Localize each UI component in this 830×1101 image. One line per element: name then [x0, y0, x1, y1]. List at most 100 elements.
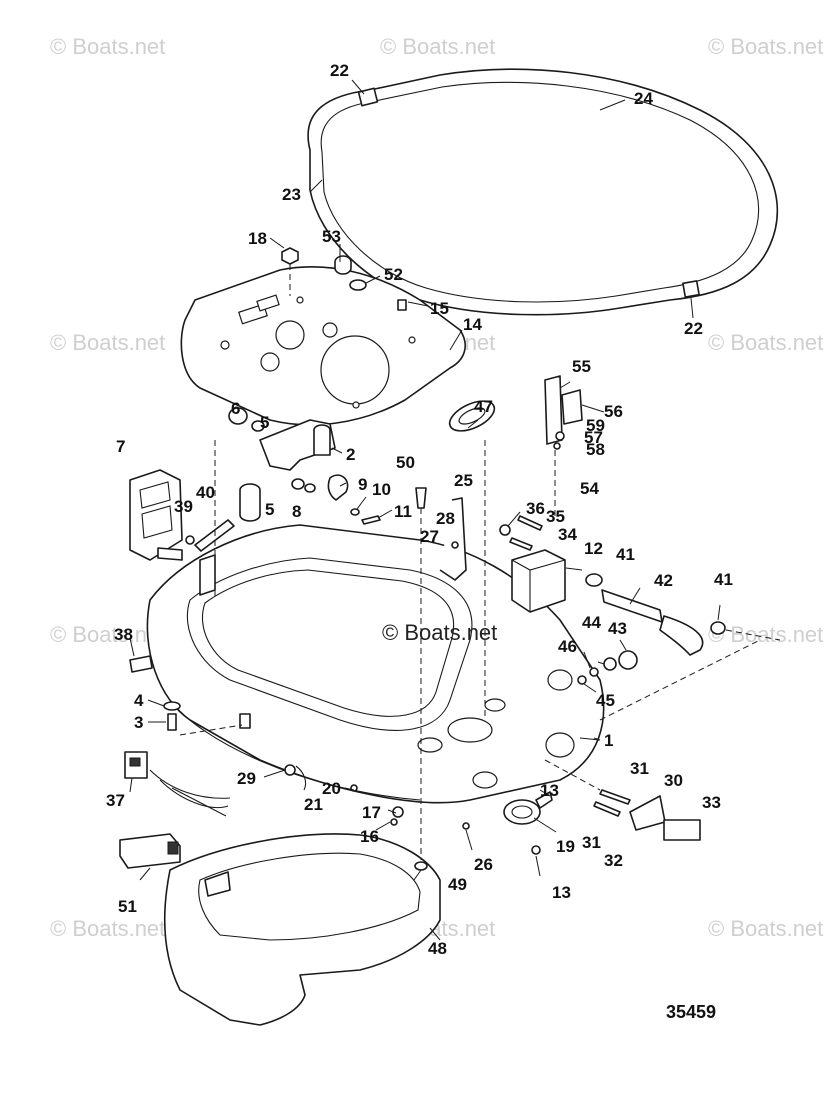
callout-49: 49: [448, 875, 467, 894]
switch-part: [124, 751, 231, 817]
callout-13a: 13: [540, 781, 559, 800]
callout-48: 48: [428, 939, 447, 958]
latch-box-part: [499, 515, 566, 613]
callout-45: 45: [596, 691, 615, 710]
callout-41a: 41: [616, 545, 635, 564]
callout-4: 4: [134, 691, 144, 710]
callout-6: 6: [231, 399, 240, 418]
bolt-part: [415, 487, 427, 509]
callout-14: 14: [463, 315, 482, 334]
callout-19: 19: [556, 837, 575, 856]
callout-11: 11: [394, 502, 412, 521]
callout-21: 21: [304, 795, 323, 814]
callout-52: 52: [384, 265, 403, 284]
watermark: © Boats.net: [50, 916, 165, 941]
callout-50: 50: [396, 453, 415, 472]
watermark: © Boats.net: [50, 330, 165, 355]
callout-1: 1: [604, 731, 613, 750]
screw-part: [451, 541, 459, 549]
callout-57: 57: [584, 428, 603, 447]
bushing-part: [414, 861, 428, 871]
watermark: © Boats.net: [50, 34, 165, 59]
callout-42: 42: [654, 571, 673, 590]
callout-59: 59: [586, 416, 605, 435]
hose-part: [585, 573, 781, 656]
callout-17: 17: [362, 803, 381, 822]
callout-18: 18: [248, 229, 267, 248]
callout-16: 16: [360, 827, 379, 846]
assembly-line: [544, 759, 601, 791]
callout-47: 47: [474, 397, 493, 416]
callout-43: 43: [608, 619, 627, 638]
watermark: © Boats.net: [708, 330, 823, 355]
callout-51: 51: [118, 897, 137, 916]
cable-clip-part: [439, 497, 467, 581]
watermark: © Boats.net: [708, 622, 823, 647]
callout-2: 2: [346, 445, 355, 464]
leader-lines: [129, 79, 721, 941]
callout-23: 23: [282, 185, 301, 204]
mounting-plate-part: [180, 266, 466, 426]
callout-9: 9: [358, 475, 367, 494]
grommet-hole: [458, 407, 486, 425]
latch-bracket-part: [544, 375, 583, 450]
callout-38: 38: [114, 625, 133, 644]
callout-7: 7: [116, 437, 125, 456]
callout-3: 3: [134, 713, 143, 732]
callout-58: 58: [586, 440, 605, 459]
callout-37: 37: [106, 791, 125, 810]
callout-31b: 31: [582, 833, 601, 852]
plate-hardware: [281, 247, 407, 311]
watermark: © Boats.net: [708, 34, 823, 59]
callout-8: 8: [292, 502, 301, 521]
drain-plug-part: [503, 791, 553, 825]
callout-53: 53: [322, 227, 341, 246]
callout-22b: 22: [684, 319, 703, 338]
callout-39: 39: [174, 497, 193, 516]
watermark: © Boats.net: [708, 916, 823, 941]
callout-25: 25: [454, 471, 473, 490]
callout-22a: 22: [330, 61, 349, 80]
callout-12: 12: [584, 539, 603, 558]
callout-35: 35: [546, 507, 565, 526]
lower-cover-part: [164, 833, 441, 1026]
callout-20: 20: [322, 779, 341, 798]
fitting-part: [577, 650, 638, 685]
callout-5b: 5: [265, 500, 274, 519]
assembly-line: [179, 724, 243, 736]
callout-24: 24: [634, 89, 653, 108]
callout-29: 29: [237, 769, 256, 788]
callout-56: 56: [604, 402, 623, 421]
callout-26: 26: [474, 855, 493, 874]
callout-31a: 31: [630, 759, 649, 778]
watermark: © Boats.net: [380, 34, 495, 59]
callout-5a: 5: [260, 413, 269, 432]
diagram-number: 35459: [666, 1002, 716, 1022]
center-watermark: © Boats.net: [382, 620, 497, 645]
callout-55: 55: [572, 357, 591, 376]
small-fasteners: [284, 764, 541, 855]
callout-labels: 1 2 3 4 5 5 6 7 8 9 10 11 12 13 13 14 15…: [106, 61, 733, 958]
callout-41b: 41: [714, 570, 733, 589]
callout-28: 28: [436, 509, 455, 528]
callout-32: 32: [604, 851, 623, 870]
callout-27: 27: [420, 527, 439, 546]
callout-10: 10: [372, 480, 391, 499]
callout-34: 34: [558, 525, 577, 544]
callout-15: 15: [430, 299, 449, 318]
callout-36: 36: [526, 499, 545, 518]
watermark: © Boats.net: [50, 622, 165, 647]
side-bracket-part: [119, 833, 181, 869]
bottom-cowl-tray-part: [146, 524, 605, 804]
bracket-assembly-part: [228, 407, 381, 525]
callout-46: 46: [558, 637, 577, 656]
callout-44: 44: [582, 613, 601, 632]
callout-30: 30: [664, 771, 683, 790]
seal-ring-part: [307, 68, 779, 316]
callout-54: 54: [580, 479, 599, 498]
callout-40: 40: [196, 483, 215, 502]
trim-parts: [593, 789, 701, 841]
callout-33: 33: [702, 793, 721, 812]
left-fasteners: [129, 655, 181, 731]
